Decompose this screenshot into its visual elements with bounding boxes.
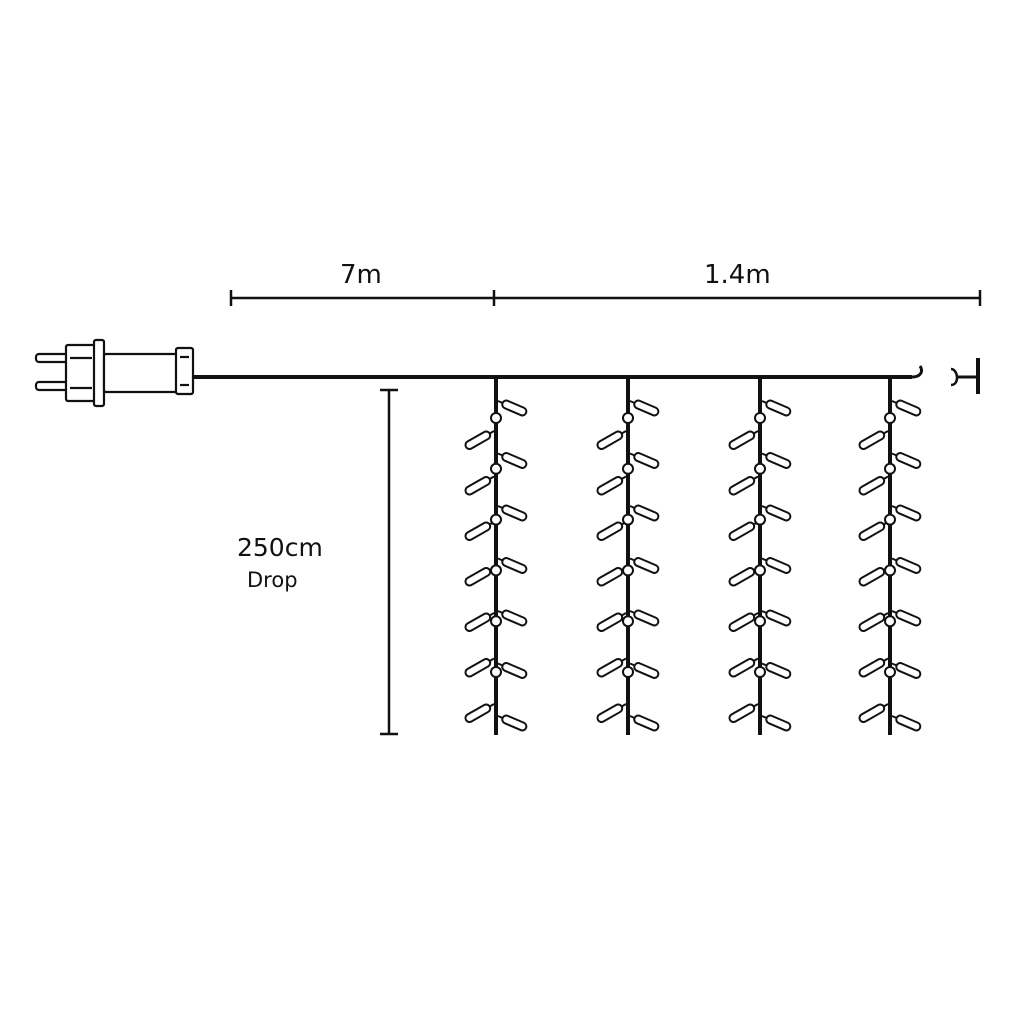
wire-node [754, 462, 766, 475]
wire-node [622, 462, 634, 475]
led-bulb [497, 609, 528, 627]
led-bulb [497, 504, 528, 522]
led-bulb [596, 475, 627, 496]
led-bulb [629, 714, 660, 732]
led-bulb [728, 475, 759, 496]
led-bulb [761, 557, 792, 574]
wire-node [754, 666, 766, 678]
wire-node [622, 513, 634, 526]
led-bulb [464, 657, 495, 678]
led-bulb [728, 657, 759, 678]
led-bulb [728, 430, 759, 451]
wire-node [884, 412, 896, 424]
curtain-width-label: 1.4m [704, 260, 771, 290]
led-bulb [761, 504, 792, 522]
led-bulb [858, 612, 889, 633]
wire-node [754, 412, 766, 424]
led-bulb [596, 521, 627, 542]
led-bulb [891, 452, 922, 469]
led-bulb [497, 714, 528, 732]
wire-node [490, 564, 502, 577]
led-bulb [497, 452, 528, 469]
plug-icon [34, 338, 195, 408]
led-bulb [629, 557, 660, 574]
wire-node [884, 615, 896, 628]
wire-node [622, 666, 634, 678]
led-bulb [761, 714, 792, 732]
led-bulb [761, 609, 792, 627]
dimension-line-lead [229, 290, 496, 306]
led-bulb [761, 662, 792, 679]
led-bulb [464, 612, 495, 633]
led-bulb [728, 521, 759, 542]
light-strand [596, 378, 660, 735]
light-strands [464, 378, 922, 735]
drop-length-label: 250cm [237, 533, 323, 562]
led-bulb [464, 521, 495, 542]
led-bulb [858, 475, 889, 496]
led-bulb [497, 399, 528, 417]
wire-node [884, 666, 896, 678]
led-bulb [891, 714, 922, 732]
led-bulb [761, 452, 792, 469]
led-bulb [891, 399, 922, 417]
led-bulb [464, 703, 495, 724]
led-bulb [497, 662, 528, 679]
dimension-line-width [494, 290, 982, 306]
led-bulb [629, 399, 660, 417]
wire-node [754, 513, 766, 526]
dimension-line-drop [380, 388, 398, 736]
wire-node [622, 615, 634, 628]
wire-node [622, 564, 634, 577]
led-bulb [728, 612, 759, 633]
led-bulb [629, 504, 660, 522]
led-bulb [596, 703, 627, 724]
led-bulb [858, 657, 889, 678]
wire-node [884, 462, 896, 475]
led-bulb [497, 557, 528, 574]
wire-node [490, 462, 502, 475]
led-bulb [464, 430, 495, 451]
led-bulb [596, 612, 627, 633]
light-strand [464, 378, 528, 735]
wire-node [884, 513, 896, 526]
wire-node [490, 615, 502, 628]
led-bulb [629, 662, 660, 679]
led-bulb [596, 657, 627, 678]
led-bulb [464, 475, 495, 496]
wire-node [490, 412, 502, 424]
led-bulb [629, 609, 660, 627]
end-cap-icon [950, 358, 980, 394]
wire-node [884, 564, 896, 577]
led-bulb [858, 430, 889, 451]
main-cable [193, 365, 924, 379]
led-bulb [891, 557, 922, 574]
wire-node [490, 666, 502, 678]
wire-node [754, 615, 766, 628]
wire-node [754, 564, 766, 577]
led-bulb [891, 504, 922, 522]
drop-caption-label: Drop [247, 568, 298, 592]
light-strand [858, 378, 922, 735]
led-bulb [858, 703, 889, 724]
wire-node [490, 513, 502, 526]
wire-node [622, 412, 634, 424]
light-strand [728, 378, 792, 735]
led-bulb [761, 399, 792, 417]
led-bulb [596, 430, 627, 451]
led-bulb [891, 609, 922, 627]
led-bulb [728, 703, 759, 724]
led-bulb [629, 452, 660, 469]
lead-cable-length-label: 7m [340, 260, 382, 290]
led-bulb [891, 662, 922, 679]
